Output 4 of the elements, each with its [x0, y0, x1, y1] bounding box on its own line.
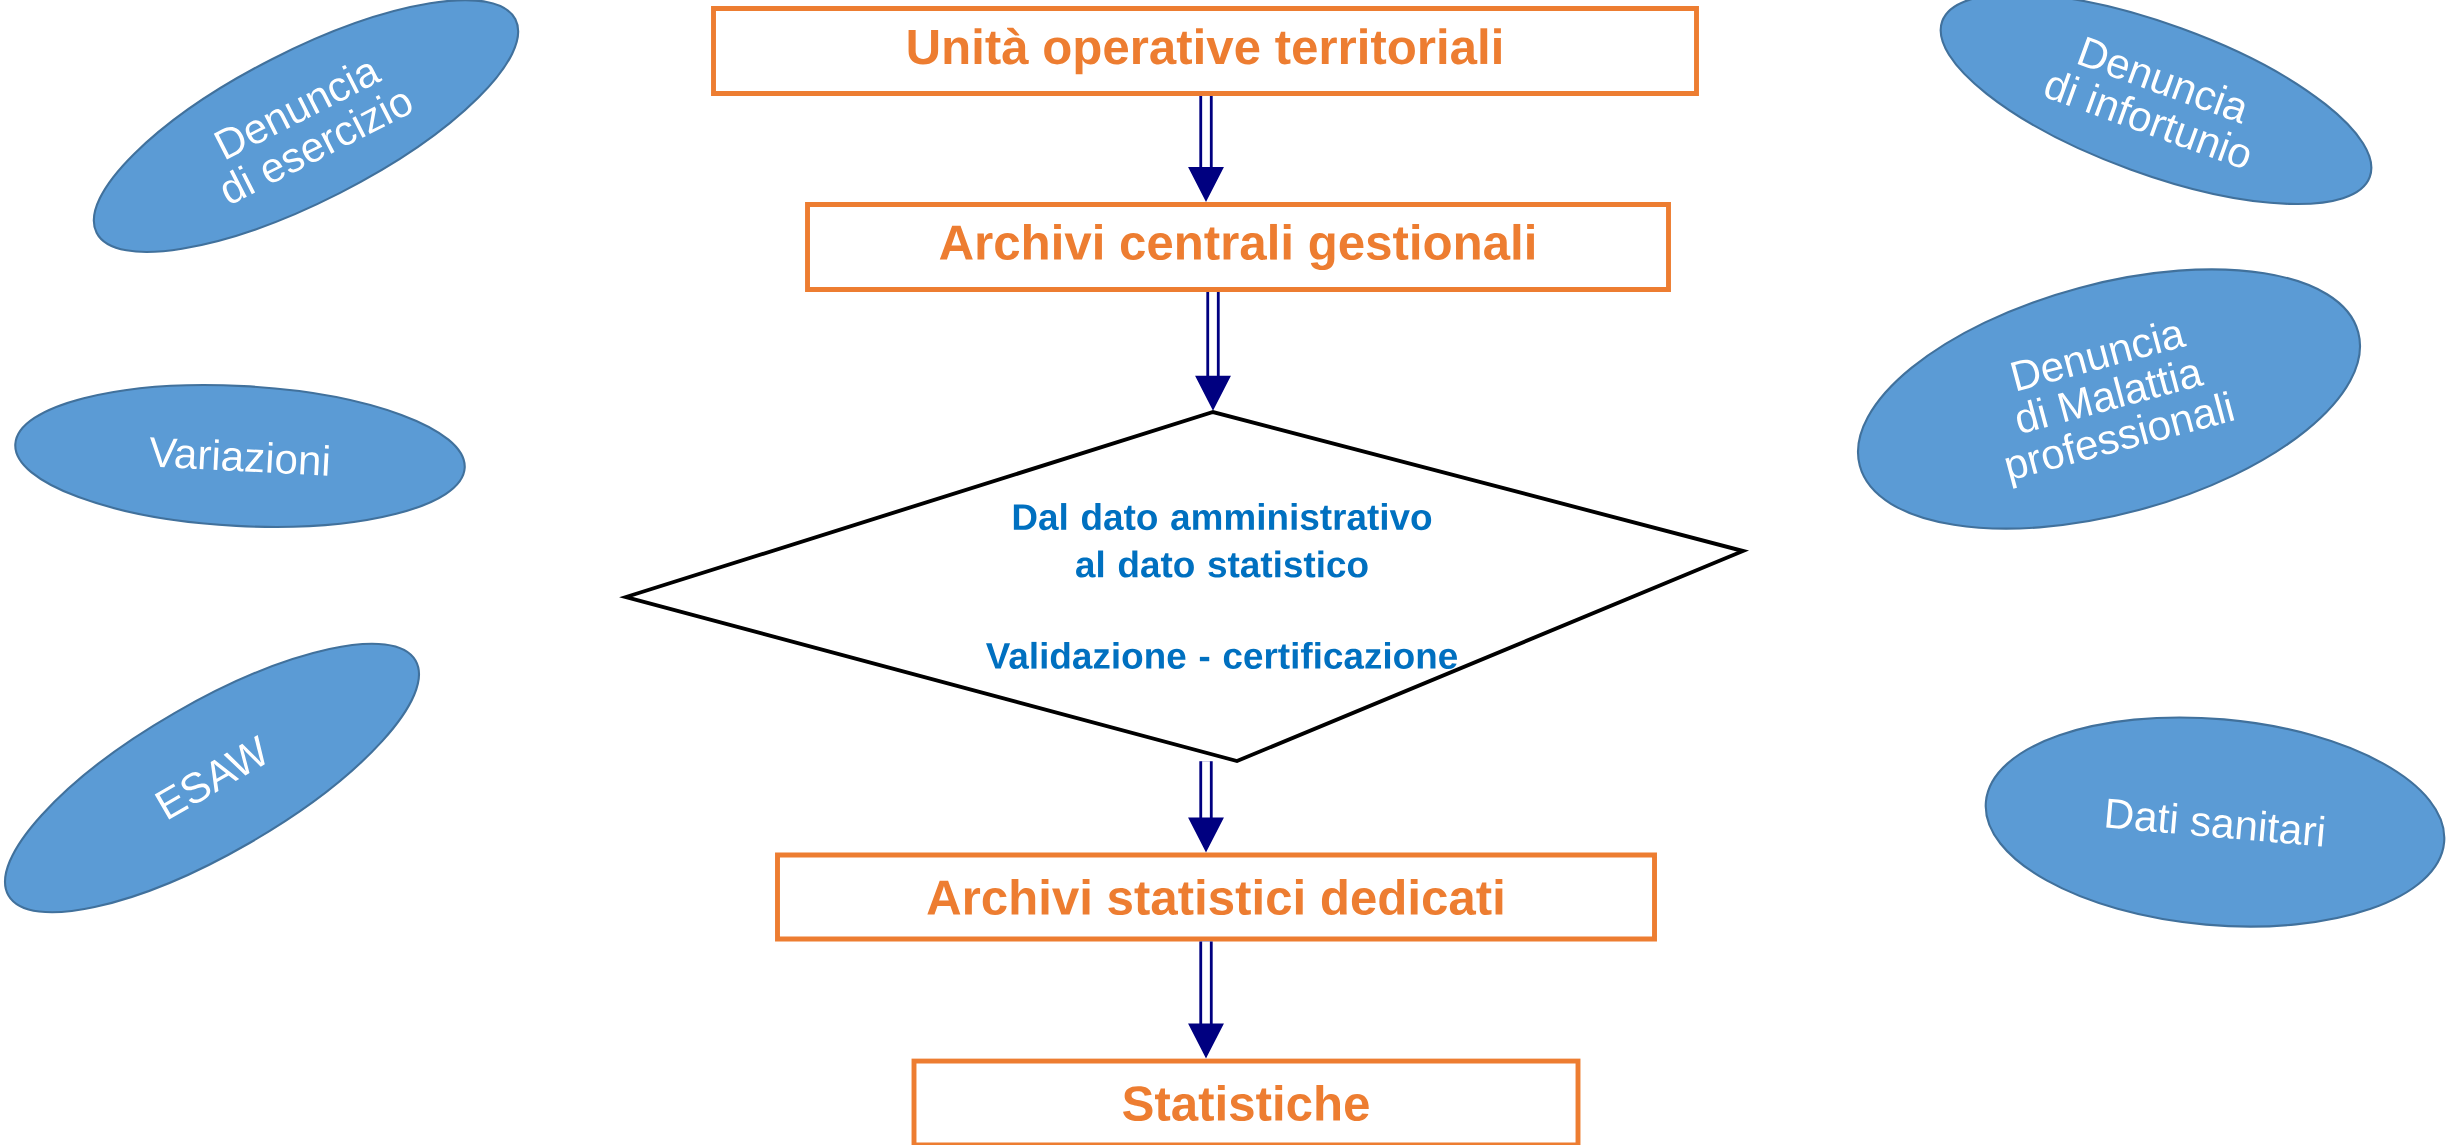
process-box: Archivi statistici dedicati [775, 852, 1657, 942]
process-box: Unità operative territoriali [711, 6, 1699, 96]
process-box: Statistiche [911, 1058, 1581, 1145]
process-box: Archivi centrali gestionali [805, 202, 1671, 292]
